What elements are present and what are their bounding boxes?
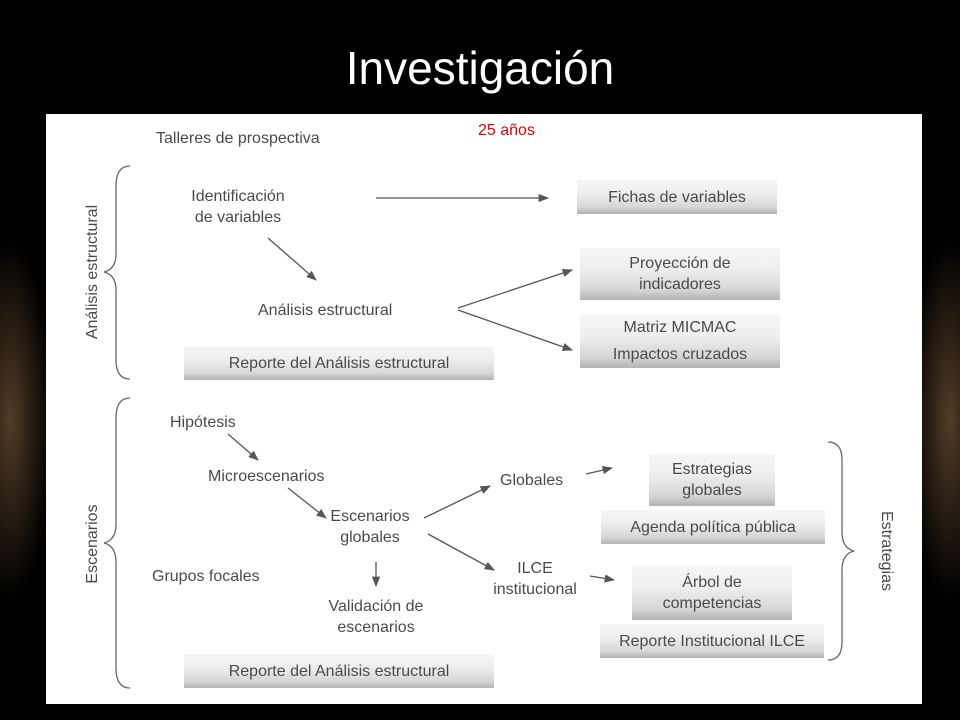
node-ilce-line2: institucional — [493, 581, 577, 598]
node-escenarios-globales-line1: Escenarios — [330, 508, 410, 525]
box-reporte-analisis-bottom: Reporte del Análisis estructural — [184, 654, 494, 688]
brace-estrategias — [827, 441, 855, 661]
node-validacion-line1: Validación de — [328, 598, 424, 615]
box-reporte-ilce-text: Reporte Institucional ILCE — [619, 632, 805, 650]
arrow-escenarios-ilce — [427, 533, 495, 571]
node-grupos-focales: Grupos focales — [152, 568, 260, 585]
box-reporte-ilce: Reporte Institucional ILCE — [600, 624, 824, 658]
node-microescenarios: Microescenarios — [208, 468, 325, 485]
box-matriz-line2: Impactos cruzados — [612, 346, 748, 363]
node-identificacion: Identificación de variables — [178, 186, 298, 228]
box-proyeccion-line2: indicadores — [639, 276, 721, 293]
brace-analisis — [103, 165, 131, 380]
box-fichas: Fichas de variables — [577, 180, 777, 214]
arrow-analisis-proyeccion — [457, 269, 573, 309]
box-proyeccion-line1: Proyección de — [629, 255, 731, 272]
node-validacion: Validación de escenarios — [308, 596, 444, 638]
box-fichas-text: Fichas de variables — [608, 188, 746, 206]
section-label-analisis: Análisis estructural — [84, 204, 101, 340]
box-arbol-line1: Árbol de — [682, 574, 742, 591]
arrow-micro-escenarios — [287, 487, 327, 519]
section-label-escenarios: Escenarios — [84, 504, 101, 584]
box-reporte-analisis-bottom-text: Reporte del Análisis estructural — [228, 662, 450, 680]
box-matriz: Matriz MICMAC Impactos cruzados — [580, 314, 780, 368]
box-agenda-text: Agenda política pública — [630, 518, 796, 536]
arrow-ilce-arbol — [589, 574, 616, 583]
arrow-hipotesis-micro — [227, 433, 259, 461]
diagram-connectors — [103, 165, 855, 689]
node-escenarios-globales: Escenarios globales — [316, 506, 424, 548]
box-proyeccion: Proyección de indicadores — [580, 248, 780, 300]
node-ilce-line1: ILCE — [517, 560, 553, 577]
node-validacion-line2: escenarios — [337, 619, 415, 636]
box-reporte-analisis-top-text: Reporte del Análisis estructural — [228, 354, 450, 372]
arrow-analisis-matriz — [457, 309, 573, 351]
node-identificacion-line2: de variables — [194, 209, 282, 226]
node-escenarios-globales-line2: globales — [340, 529, 400, 546]
box-arbol-line2: competencias — [662, 595, 762, 612]
node-identificacion-line1: Identificación — [191, 188, 285, 205]
arrow-globales-estrategias — [585, 466, 614, 475]
arrow-identificacion-analisis — [267, 237, 317, 281]
node-analisis: Análisis estructural — [258, 302, 393, 319]
box-reporte-analisis-top: Reporte del Análisis estructural — [184, 346, 494, 380]
section-label-estrategias: Estrategias — [878, 510, 895, 592]
box-estrategias-globales-line2: globales — [682, 482, 742, 499]
duration-note: 25 años — [478, 122, 535, 139]
brace-escenarios — [103, 397, 131, 689]
slide-title: Investigación — [345, 42, 615, 94]
diagram-panel: 25 años Talleres de prospectiva Análisis… — [46, 114, 922, 704]
arrow-escenarios-globales — [423, 485, 491, 519]
box-estrategias-globales-line1: Estrategias — [671, 461, 753, 478]
node-globales: Globales — [500, 472, 564, 489]
box-arbol: Árbol de competencias — [632, 566, 792, 620]
label-talleres: Talleres de prospectiva — [156, 130, 320, 147]
box-matriz-line1: Matriz MICMAC — [623, 319, 737, 336]
box-estrategias-globales: Estrategias globales — [649, 454, 775, 506]
node-hipotesis: Hipótesis — [170, 414, 236, 431]
box-agenda: Agenda política pública — [601, 510, 825, 544]
node-ilce: ILCE institucional — [480, 558, 590, 600]
